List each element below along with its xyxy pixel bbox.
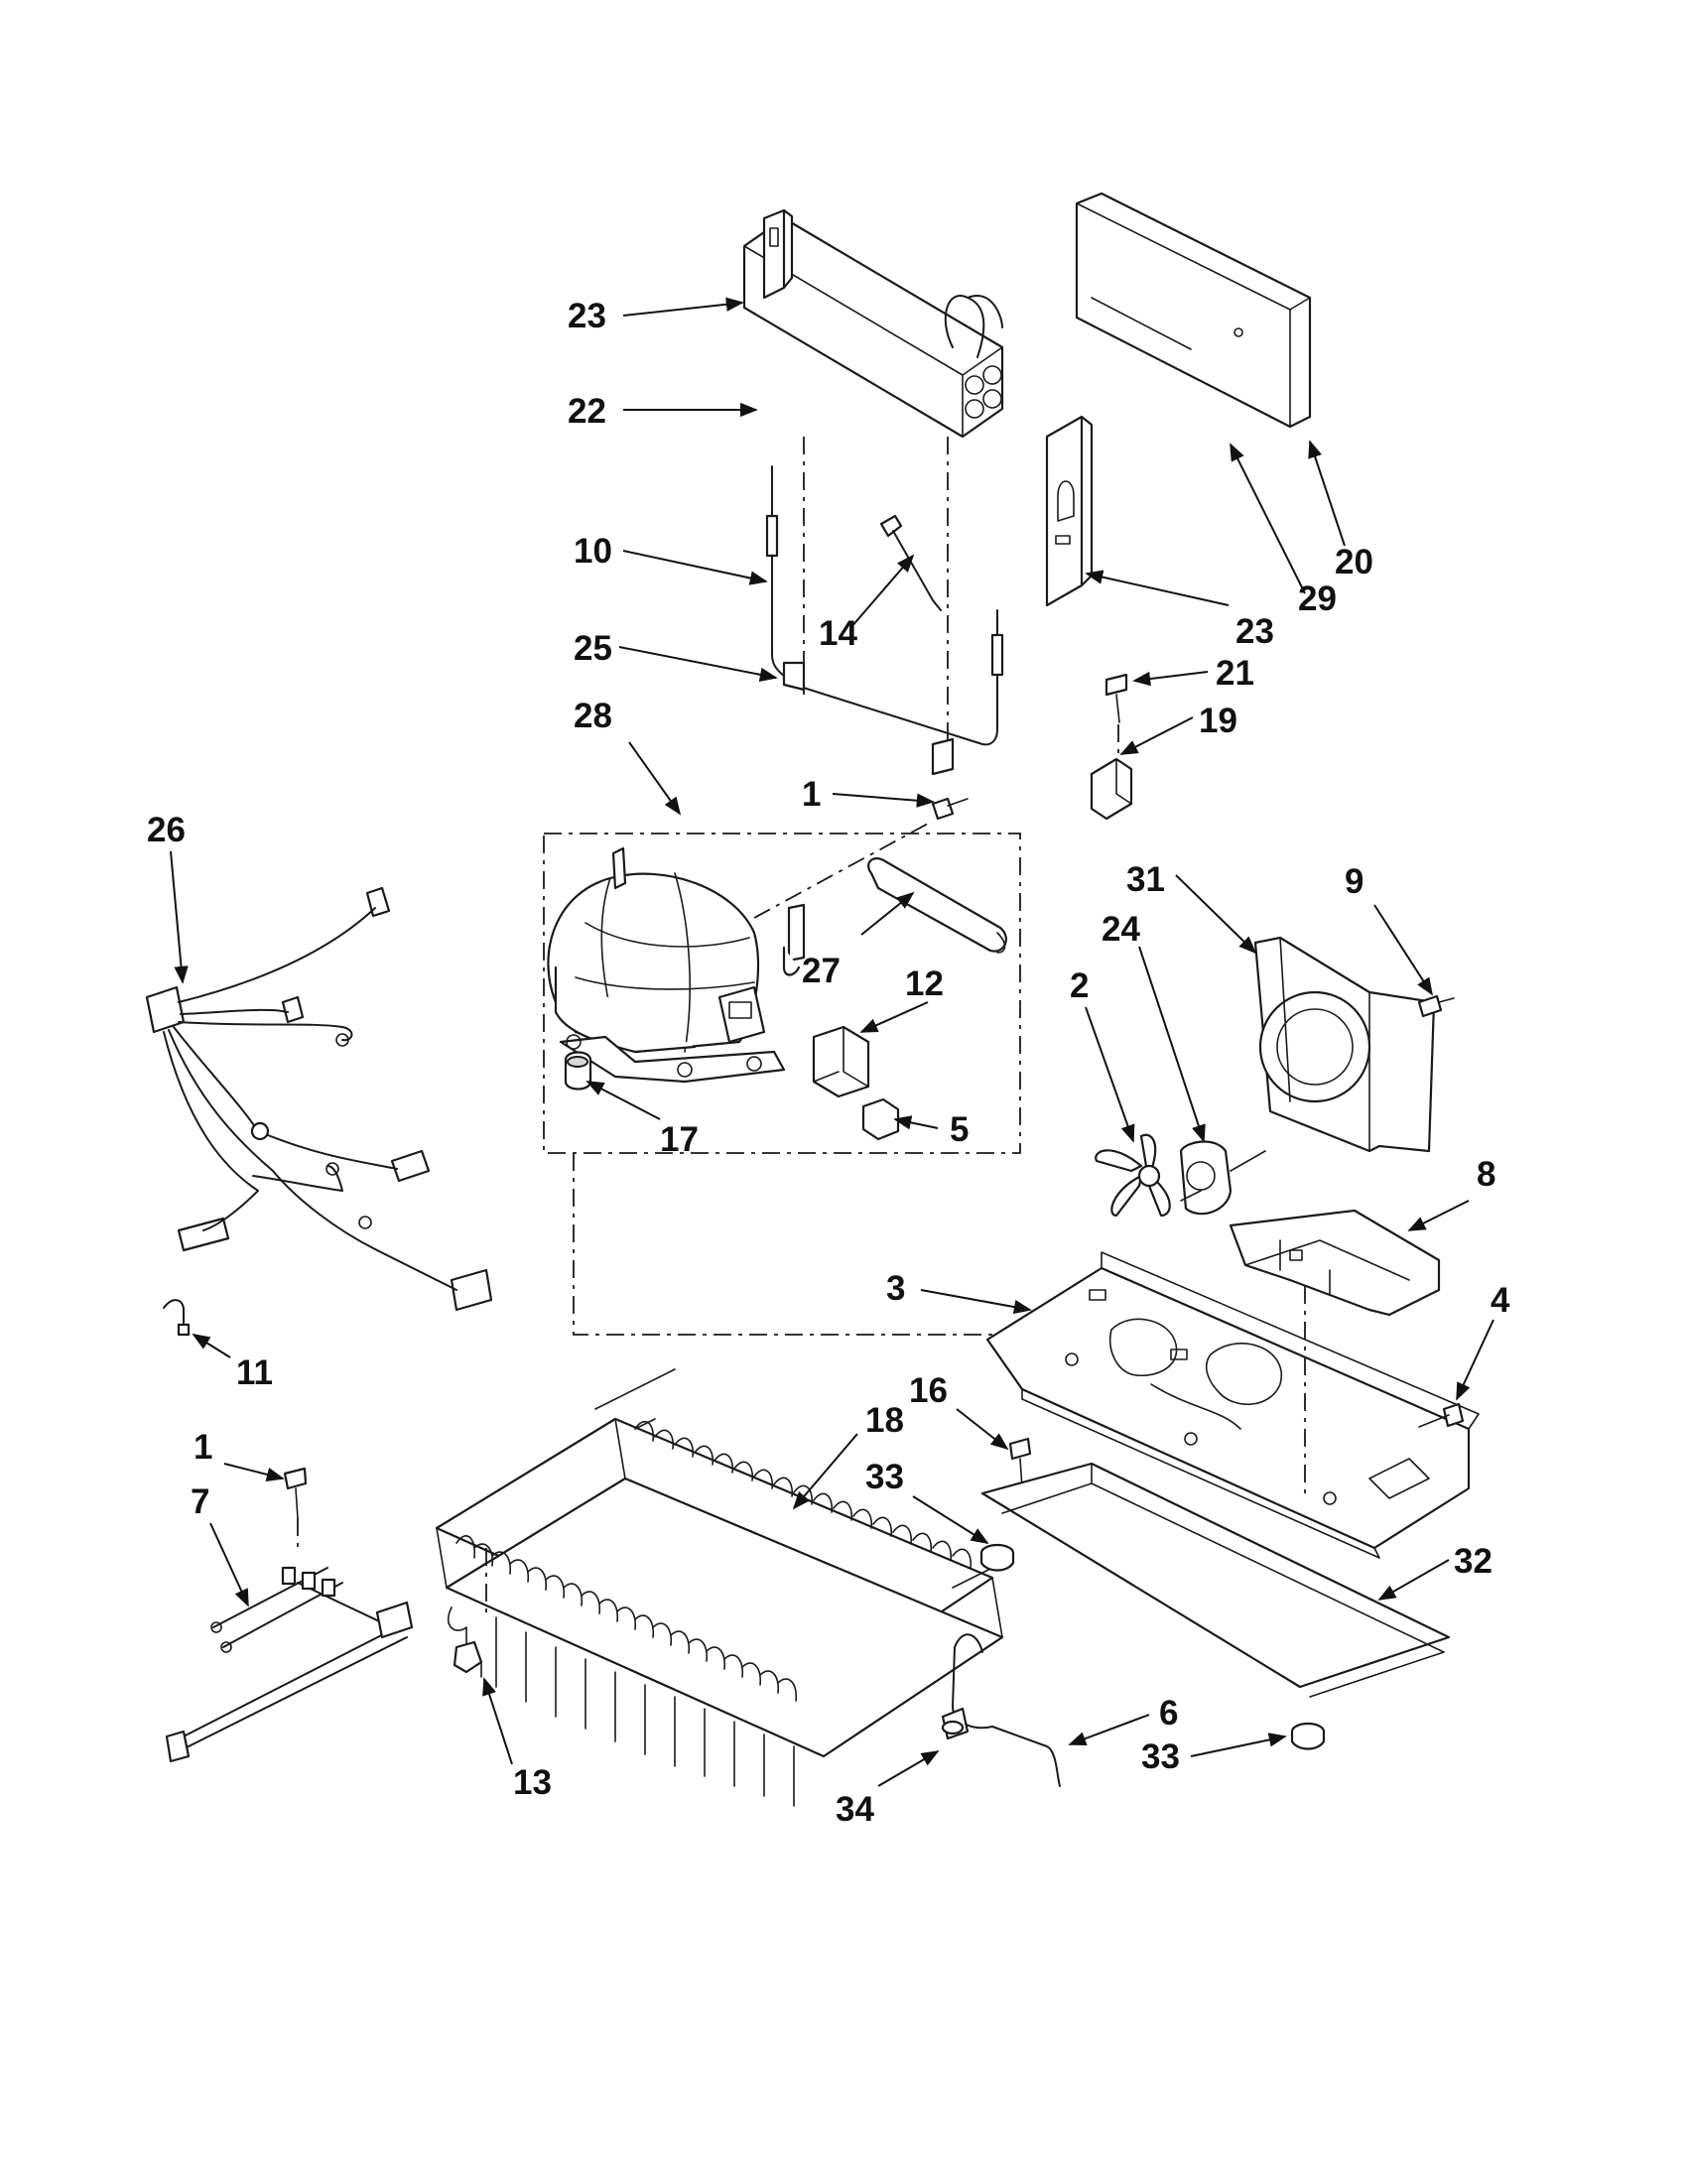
foot-33a: [979, 1543, 1015, 1572]
evaporator-cover: [1075, 192, 1312, 429]
fan-bracket: [1229, 1209, 1441, 1317]
callout-8: 8: [1477, 1155, 1495, 1194]
fan-motor: [1179, 1140, 1266, 1216]
callout-5: 5: [950, 1110, 969, 1149]
callout-24: 24: [1102, 910, 1140, 949]
compressor-base: [985, 1251, 1480, 1559]
callout-1-upper: 1: [802, 775, 821, 814]
screw-9: [1417, 994, 1455, 1018]
callout-25: 25: [574, 629, 612, 668]
callout-16: 16: [909, 1371, 948, 1410]
callout-29: 29: [1298, 579, 1337, 618]
callout-7: 7: [191, 1482, 209, 1521]
callout-21: 21: [1216, 654, 1254, 693]
base-panel: [980, 1462, 1451, 1698]
callout-23-lower: 23: [1235, 612, 1274, 651]
callout-1-lower: 1: [194, 1428, 212, 1467]
compressor-relay-block: [717, 985, 766, 1044]
callout-31: 31: [1126, 860, 1165, 899]
callout-27: 27: [802, 952, 841, 990]
condenser: [435, 1368, 1004, 1807]
callout-13: 13: [513, 1763, 552, 1802]
screw-1-lower: [283, 1467, 308, 1548]
heater-bracket: [931, 737, 955, 776]
foot-33b: [1290, 1722, 1326, 1750]
compressor: [547, 846, 806, 1084]
screw-1-top: [931, 797, 969, 821]
drain-plug: [941, 1707, 970, 1740]
bracket-19: [1090, 757, 1133, 821]
callout-33-upper: 33: [865, 1458, 904, 1496]
callout-26: 26: [147, 811, 186, 849]
callout-19: 19: [1199, 702, 1237, 740]
clip-13: [453, 1640, 483, 1674]
callout-22: 22: [568, 392, 606, 431]
callout-4: 4: [1491, 1281, 1510, 1320]
callout-2: 2: [1070, 966, 1089, 1005]
defrost-heater: [765, 465, 1004, 746]
callout-11: 11: [236, 1353, 273, 1392]
callout-10: 10: [574, 532, 612, 571]
fan-shroud: [1253, 936, 1436, 1153]
evaporator-bracket-right: [1045, 415, 1094, 607]
compressor-kit-box: [543, 833, 1021, 1154]
callout-6: 6: [1159, 1694, 1178, 1733]
screw-4: [1418, 1402, 1465, 1428]
callout-17: 17: [660, 1120, 699, 1159]
callout-34: 34: [836, 1790, 874, 1829]
screw-21: [1104, 673, 1128, 754]
callout-32: 32: [1454, 1542, 1493, 1581]
callout-18: 18: [865, 1401, 904, 1440]
callout-28: 28: [574, 697, 612, 735]
overload: [861, 1097, 900, 1141]
callout-14: 14: [819, 614, 857, 653]
callout-labels: 23 22 10 14 25 28 23 29 20 21 19 1 26 27…: [147, 297, 1510, 1829]
wire-clip-11: [163, 1299, 191, 1337]
evaporator-bracket-left: [762, 208, 794, 300]
defrost-thermostat: [879, 514, 942, 611]
fan-blade: [1095, 1133, 1171, 1218]
callout-23-upper: 23: [568, 297, 606, 335]
leader-lines: [170, 297, 1494, 1787]
drier: [753, 823, 1007, 954]
callout-9: 9: [1345, 862, 1363, 901]
compressor-grommet: [564, 1051, 592, 1091]
callout-33-lower: 33: [1141, 1737, 1180, 1776]
wiring-harness: [145, 886, 493, 1312]
wire-harness-7: [165, 1566, 414, 1763]
callout-12: 12: [905, 964, 944, 1003]
callout-20: 20: [1335, 543, 1373, 581]
callout-3: 3: [886, 1269, 905, 1308]
start-relay: [812, 1025, 870, 1098]
